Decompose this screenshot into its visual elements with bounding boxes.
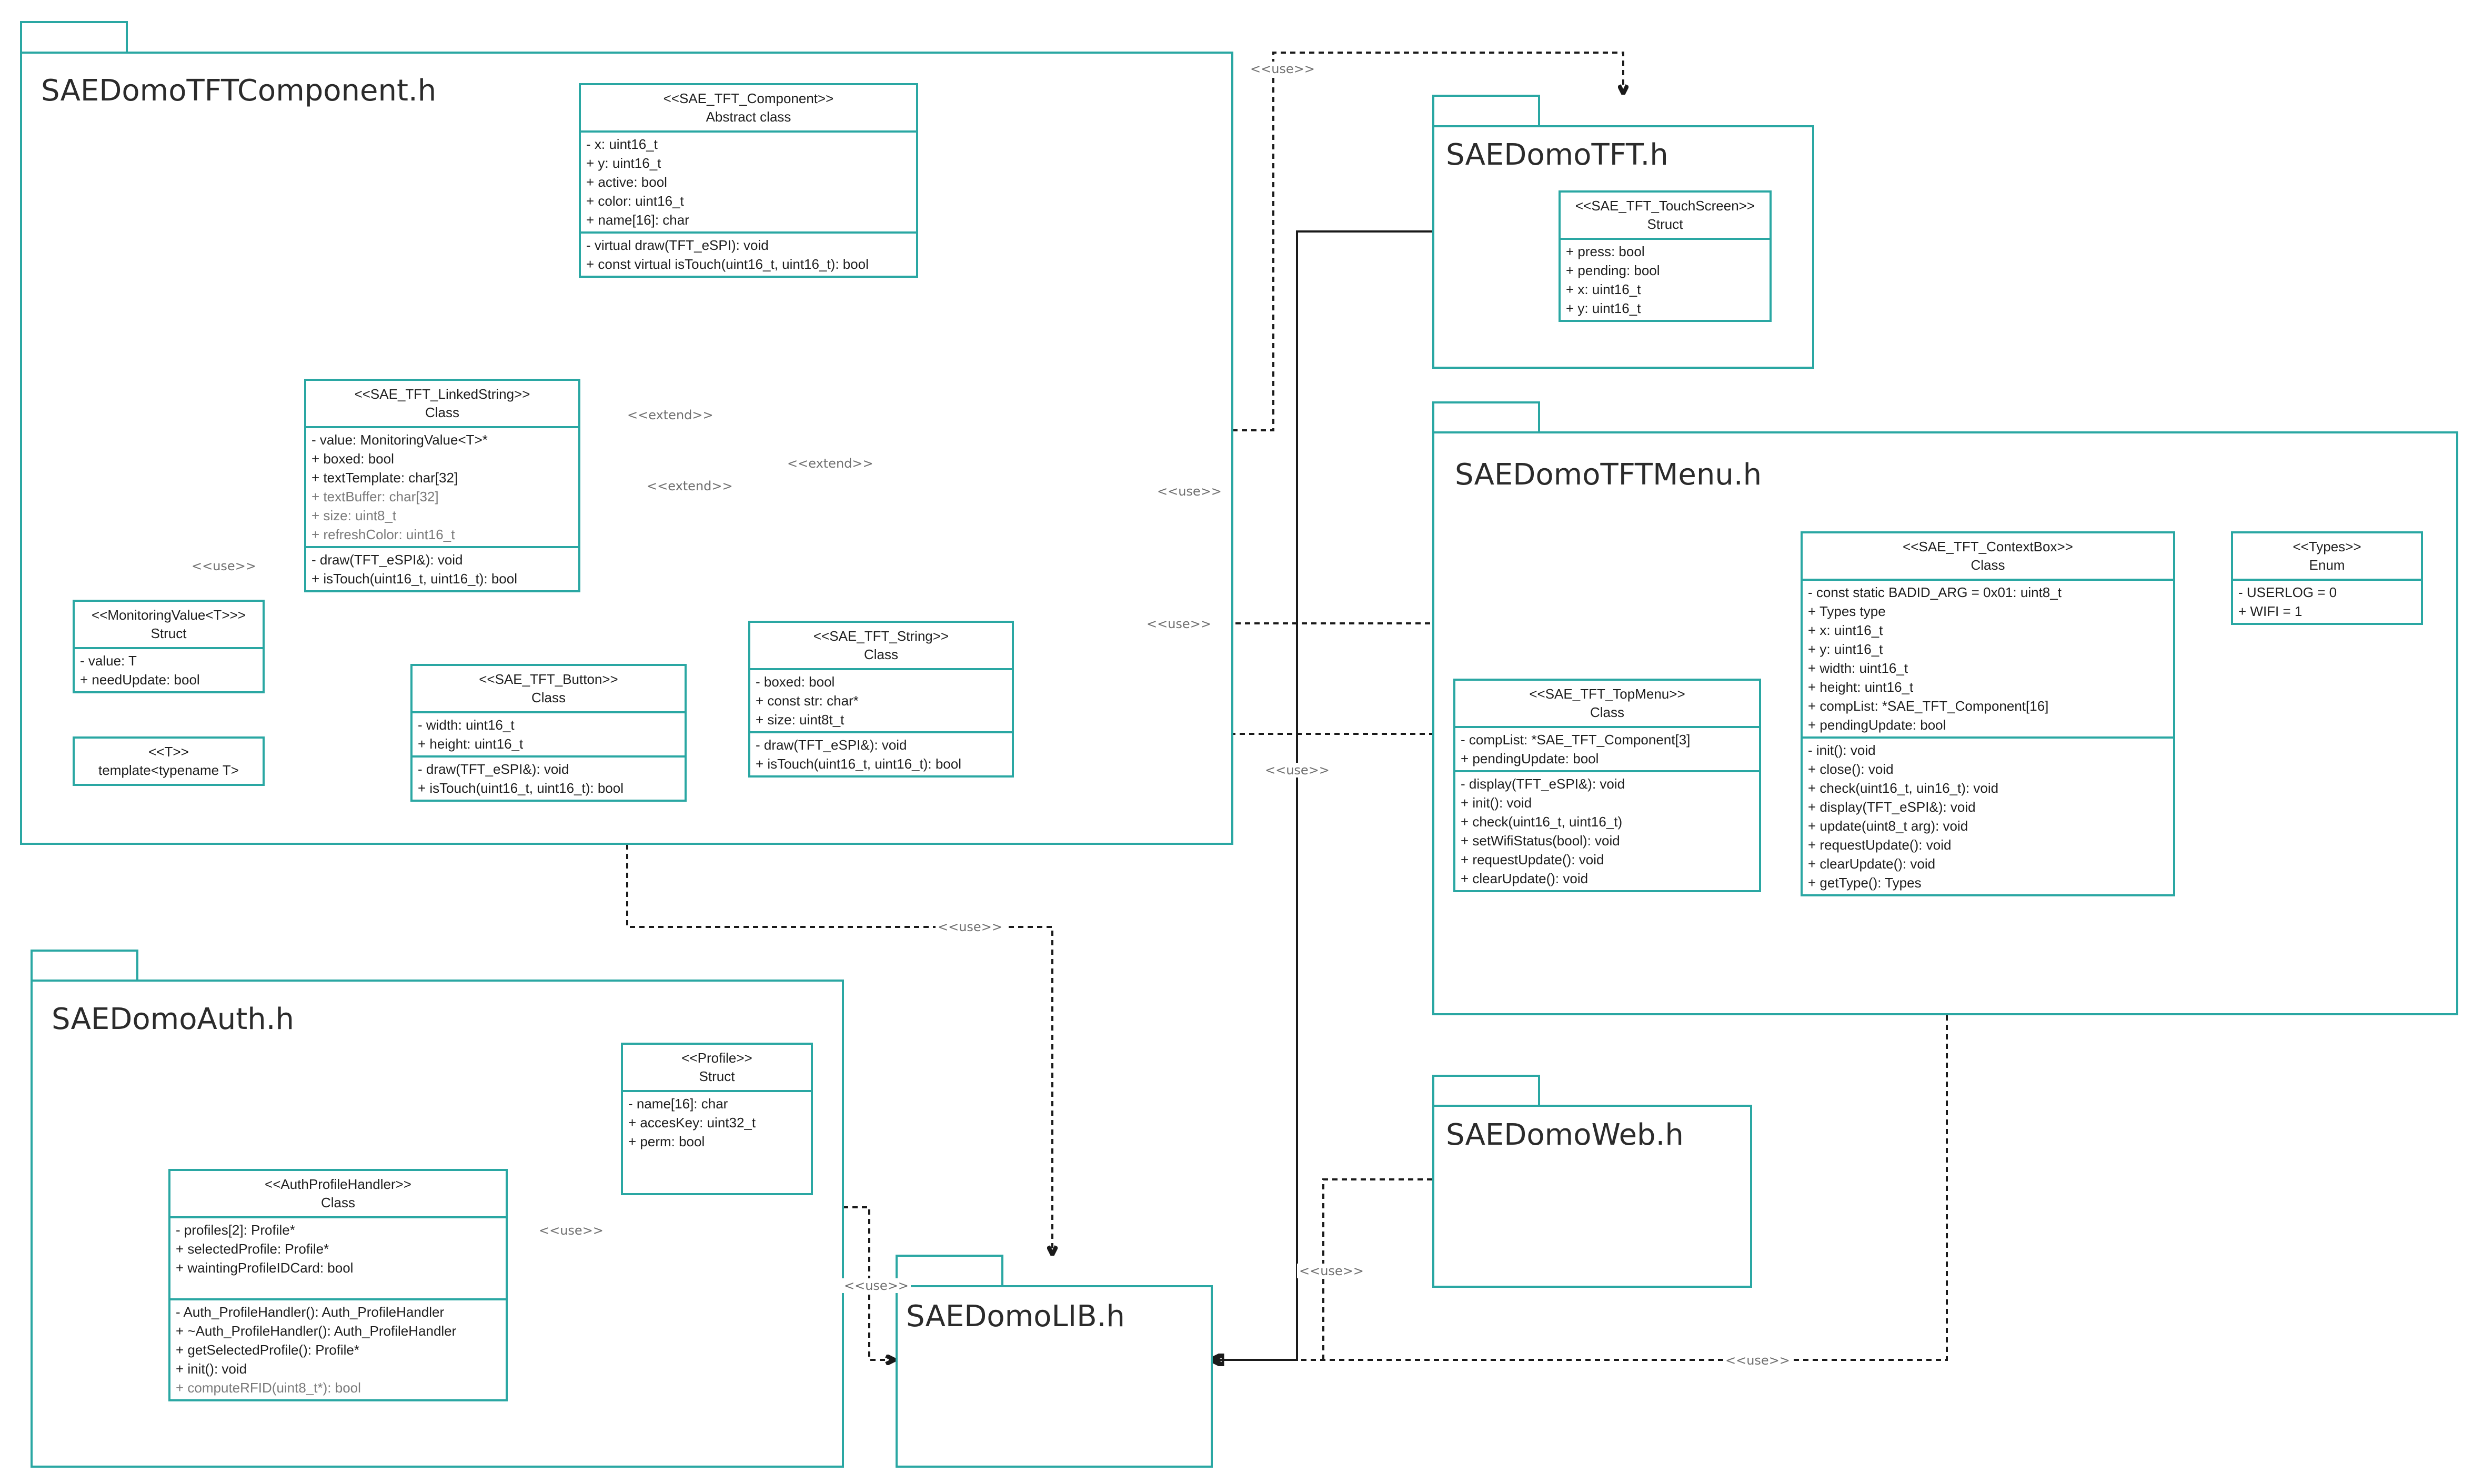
methods-section: - init(): void + close(): void + check(u… <box>1803 736 2173 894</box>
edge-auth-to-lib <box>843 1206 894 1360</box>
package-tab-lib <box>896 1255 1003 1287</box>
label-use-contextbox: <<use>> <box>1144 617 1213 631</box>
package-title-lib: SAEDomoLIB.h <box>906 1299 1125 1334</box>
attributes-section: - value: T + needUpdate: bool <box>80 653 200 688</box>
package-tab-tft <box>1432 95 1540 127</box>
class-header: <<SAE_TFT_TouchScreen>> Struct <box>1561 193 1770 240</box>
class-header: <<AuthProfileHandler>> Class <box>170 1171 506 1218</box>
class-header: <<SAE_TFT_LinkedString>> Class <box>306 381 578 428</box>
class-auth-profile-handler: <<AuthProfileHandler>> Class - profiles[… <box>168 1169 508 1401</box>
label-use-auth-lib: <<use>> <box>842 1278 911 1293</box>
label-extend-linkedstring: <<extend>> <box>625 408 716 422</box>
methods-section: - draw(TFT_eSPI&): void + isTouch(uint16… <box>306 546 578 590</box>
package-tab-auth <box>31 950 138 982</box>
class-sae-tft-touchscreen: <<SAE_TFT_TouchScreen>> Struct + press: … <box>1559 190 1772 322</box>
package-title-web: SAEDomoWeb.h <box>1446 1118 1684 1152</box>
attributes-section: - profiles[2]: Profile* + selectedProfil… <box>176 1222 354 1276</box>
class-header: <<SAE_TFT_ContextBox>> Class <box>1803 533 2173 581</box>
attributes-section: - boxed: bool + const str: char* + size:… <box>756 674 859 728</box>
methods-section: - virtual draw(TFT_eSPI): void + const v… <box>581 231 916 276</box>
class-sae-tft-string: <<SAE_TFT_String>> Class - boxed: bool +… <box>748 621 1014 778</box>
attributes-section: - compList: *SAE_TFT_Component[3] + pend… <box>1461 732 1691 766</box>
attributes-section: + press: bool + pending: bool + x: uint1… <box>1566 244 1660 316</box>
edge-menu-to-lib <box>1213 1015 1948 1360</box>
class-header: <<SAE_TFT_String>> Class <box>750 623 1012 670</box>
attributes-section: - USERLOG = 0 + WIFI = 1 <box>2238 584 2337 619</box>
methods-section: - draw(TFT_eSPI&): void + isTouch(uint16… <box>750 731 1012 775</box>
class-sae-tft-linkedstring: <<SAE_TFT_LinkedString>> Class - value: … <box>304 379 580 592</box>
class-monitoring-value: <<MonitoringValue<T>>> Struct - value: T… <box>73 600 265 693</box>
methods-section: - draw(TFT_eSPI&): void + isTouch(uint16… <box>413 755 685 800</box>
class-header: <<Profile>> Struct <box>623 1045 811 1092</box>
package-tab-component <box>20 21 128 54</box>
attributes-section: - width: uint16_t + height: uint16_t <box>418 717 524 752</box>
attributes-section: - x: uint16_t + y: uint16_t + active: bo… <box>586 136 689 228</box>
edge-component-to-tft <box>1232 52 1623 431</box>
class-sae-tft-contextbox: <<SAE_TFT_ContextBox>> Class - const sta… <box>1801 531 2175 896</box>
package-title-auth: SAEDomoAuth.h <box>52 1002 295 1036</box>
class-header: <<SAE_TFT_Button>> Class <box>413 666 685 713</box>
attributes-section: - const static BADID_ARG = 0x01: uint8_t… <box>1808 584 2062 733</box>
class-header: <<T>> template<typename T> <box>98 744 239 778</box>
package-title-component: SAEDomoTFTComponent.h <box>41 74 437 108</box>
package-tab-web <box>1432 1075 1540 1107</box>
label-use-menu-lib: <<use>> <box>1723 1353 1792 1368</box>
class-types-enum: <<Types>> Enum - USERLOG = 0 + WIFI = 1 <box>2231 531 2423 625</box>
package-lib <box>896 1285 1213 1468</box>
label-use-monitoringvalue: <<use>> <box>189 559 258 573</box>
label-extend-button: <<extend>> <box>645 479 735 493</box>
class-sae-tft-component: <<SAE_TFT_Component>> Abstract class - x… <box>579 83 918 278</box>
label-extend-string: <<extend>> <box>785 456 876 471</box>
package-title-menu: SAEDomoTFTMenu.h <box>1455 458 1762 492</box>
label-use-component-lib: <<use>> <box>936 920 1004 934</box>
attributes-section: - value: MonitoringValue<T>* + boxed: bo… <box>311 432 488 542</box>
methods-section: - display(TFT_eSPI&): void + init(): voi… <box>1455 770 1759 890</box>
class-header: <<MonitoringValue<T>>> Struct <box>75 602 263 649</box>
label-use-tft: <<use>> <box>1248 62 1317 76</box>
class-header: <<SAE_TFT_Component>> Abstract class <box>581 85 916 133</box>
class-header: <<Types>> Enum <box>2233 533 2421 581</box>
attributes-section: - name[16]: char + accesKey: uint32_t + … <box>628 1096 756 1149</box>
package-tab-menu <box>1432 401 1540 434</box>
class-sae-tft-topmenu: <<SAE_TFT_TopMenu>> Class - compList: *S… <box>1453 679 1761 892</box>
package-title-tft: SAEDomoTFT.h <box>1446 138 1668 172</box>
class-header: <<SAE_TFT_TopMenu>> Class <box>1455 681 1759 728</box>
label-use-tft-lib: <<use>> <box>1263 763 1332 778</box>
class-profile: <<Profile>> Struct - name[16]: char + ac… <box>621 1043 813 1195</box>
edge-web-to-lib <box>1322 1178 1432 1360</box>
package-web <box>1432 1105 1752 1288</box>
methods-section: - Auth_ProfileHandler(): Auth_ProfileHan… <box>170 1298 506 1399</box>
label-use-topmenu: <<use>> <box>1155 484 1224 499</box>
label-use-web-lib: <<use>> <box>1297 1264 1366 1278</box>
class-template-t: <<T>> template<typename T> <box>73 736 265 786</box>
edge-tft-to-lib <box>1213 230 1432 1360</box>
label-use-auth-profile: <<use>> <box>537 1223 606 1238</box>
edge-component-to-lib <box>626 844 1052 1255</box>
class-sae-tft-button: <<SAE_TFT_Button>> Class - width: uint16… <box>410 664 687 802</box>
